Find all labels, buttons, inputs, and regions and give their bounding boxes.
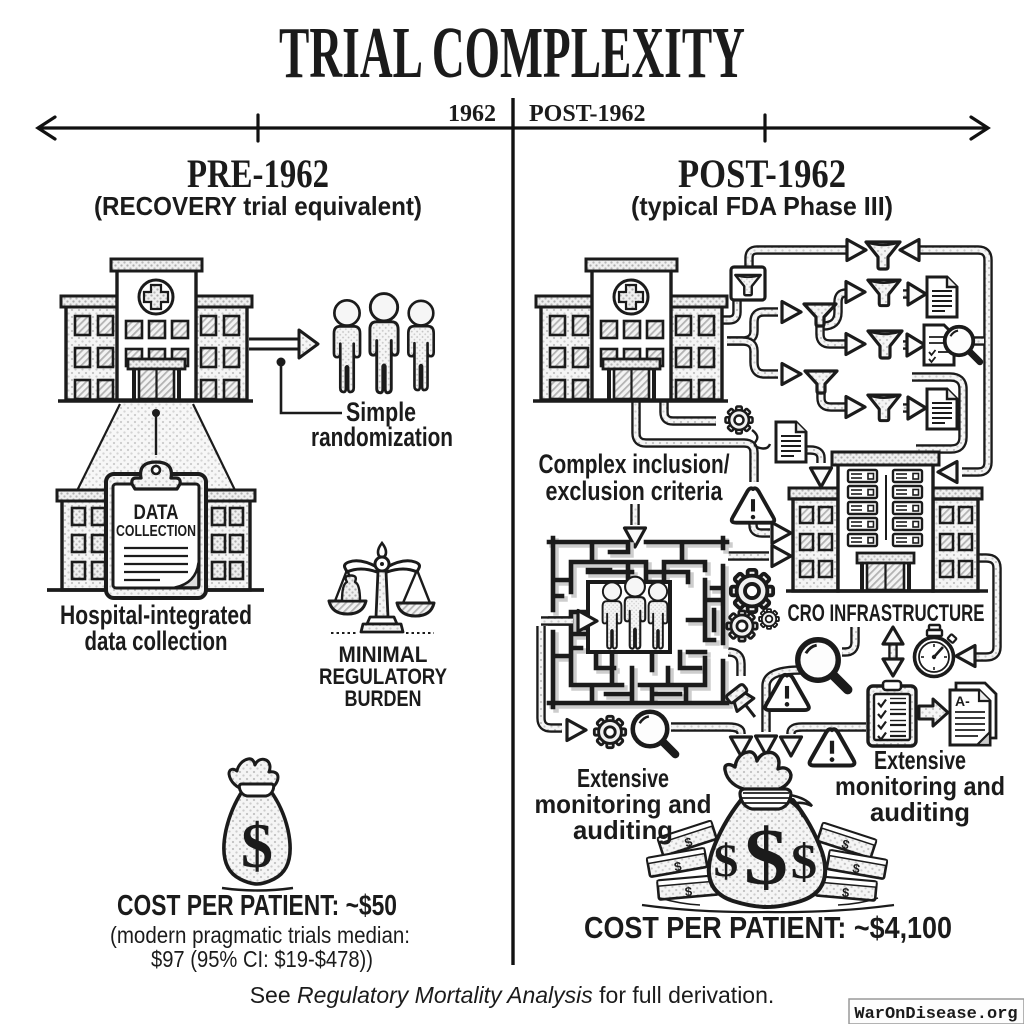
svg-text:A-: A- xyxy=(955,693,970,709)
svg-text:Complex inclusion/: Complex inclusion/ xyxy=(539,449,730,479)
svg-text:$: $ xyxy=(714,835,739,887)
svg-text:randomization: randomization xyxy=(311,422,453,452)
svg-text:1962: 1962 xyxy=(448,101,496,127)
svg-text:$: $ xyxy=(841,885,850,901)
svg-text:Hospital-integrated: Hospital-integrated xyxy=(60,600,252,630)
svg-text:$: $ xyxy=(241,810,273,881)
svg-text:auditing: auditing xyxy=(870,797,970,827)
svg-text:(RECOVERY trial equivalent): (RECOVERY trial equivalent) xyxy=(94,191,422,221)
svg-text:exclusion criteria: exclusion criteria xyxy=(546,476,724,506)
svg-text:BURDEN: BURDEN xyxy=(345,686,422,711)
svg-text:See Regulatory Mortality Analy: See Regulatory Mortality Analysis for fu… xyxy=(250,982,775,1008)
svg-text:POST-1962: POST-1962 xyxy=(529,101,645,127)
svg-text:auditing: auditing xyxy=(573,815,673,845)
svg-text:WarOnDisease.org: WarOnDisease.org xyxy=(854,1005,1017,1024)
svg-text:Simple: Simple xyxy=(346,397,416,427)
svg-text:POST-1962: POST-1962 xyxy=(678,151,846,196)
svg-text:CRO INFRASTRUCTURE: CRO INFRASTRUCTURE xyxy=(788,600,985,627)
svg-text:(modern pragmatic trials media: (modern pragmatic trials median: xyxy=(110,922,410,948)
svg-text:$: $ xyxy=(851,860,861,876)
svg-text:monitoring and: monitoring and xyxy=(535,789,712,819)
svg-text:$: $ xyxy=(744,814,788,902)
svg-text:PRE-1962: PRE-1962 xyxy=(187,151,329,196)
svg-text:TRIAL COMPLEXITY: TRIAL COMPLEXITY xyxy=(279,12,745,93)
svg-text:DATA: DATA xyxy=(134,501,179,524)
svg-text:$97 (95% CI: $19-$478)): $97 (95% CI: $19-$478)) xyxy=(151,946,373,972)
svg-text:monitoring and: monitoring and xyxy=(835,771,1005,801)
svg-text:COLLECTION: COLLECTION xyxy=(116,523,196,540)
svg-text:$: $ xyxy=(673,858,683,874)
svg-text:Extensive: Extensive xyxy=(874,745,966,775)
svg-text:COST PER PATIENT: ~$4,100: COST PER PATIENT: ~$4,100 xyxy=(584,910,952,945)
svg-text:(typical FDA Phase III): (typical FDA Phase III) xyxy=(631,191,893,221)
svg-text:$: $ xyxy=(684,884,693,900)
svg-text:MINIMAL: MINIMAL xyxy=(339,642,428,667)
svg-text:$: $ xyxy=(791,834,817,890)
svg-text:data collection: data collection xyxy=(85,626,228,656)
svg-text:Extensive: Extensive xyxy=(577,763,669,793)
svg-text:REGULATORY: REGULATORY xyxy=(319,664,447,689)
svg-text:COST PER PATIENT: ~$50: COST PER PATIENT: ~$50 xyxy=(117,890,397,922)
